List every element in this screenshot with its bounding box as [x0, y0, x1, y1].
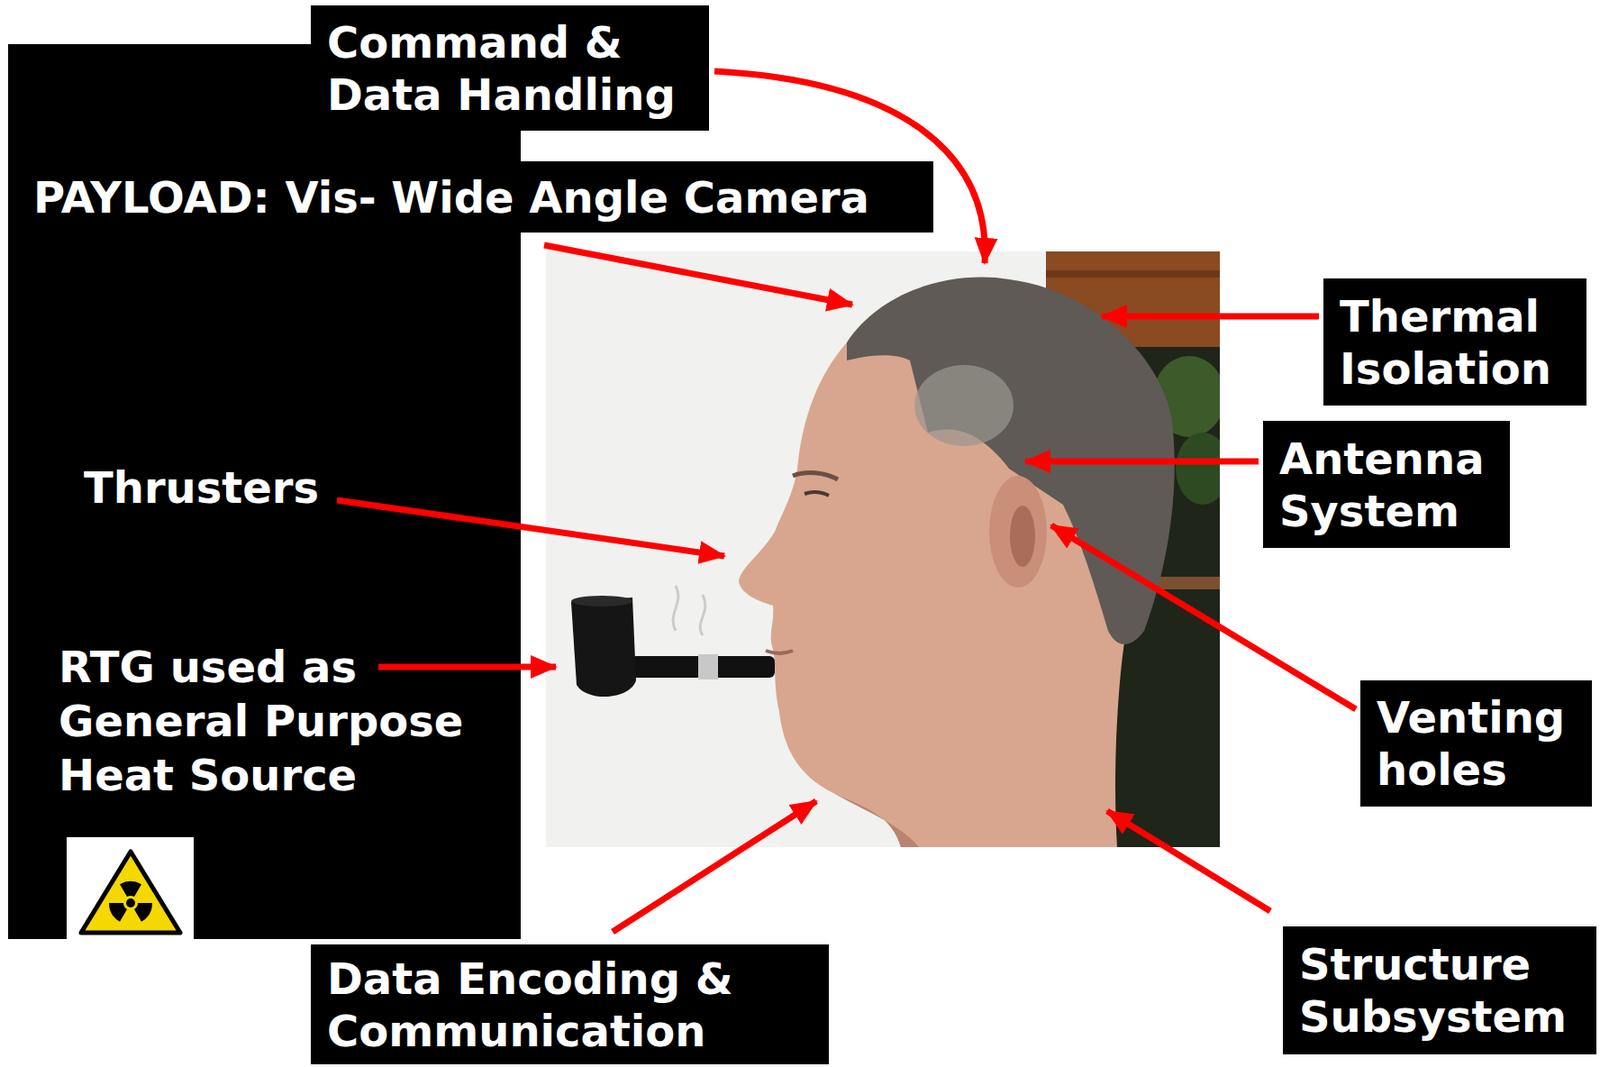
payload-box: PAYLOAD: Vis- Wide Angle Camera — [8, 161, 934, 233]
portrait-photo — [545, 251, 1220, 847]
callout-box: Antenna System — [1263, 420, 1510, 548]
callout-box: Thermal Isolation — [1323, 278, 1587, 406]
callout-box: Data Encoding & Communication — [310, 944, 829, 1064]
callout-text: Antenna System — [1279, 432, 1494, 537]
leader-arrow — [1101, 313, 1319, 320]
radiation-icon — [66, 836, 194, 939]
leader-arrow — [378, 663, 556, 671]
callout-text: PAYLOAD: Vis- Wide Angle Camera — [33, 171, 918, 224]
callout-text: Thermal Isolation — [1339, 290, 1571, 395]
leader-arrow — [612, 800, 817, 932]
callout-text: Command & Data Handling — [327, 16, 693, 121]
leader-arrow — [1107, 810, 1271, 911]
leader-arrow — [544, 245, 853, 305]
callout-box: Command & Data Handling — [310, 5, 710, 131]
callout-text: Venting holes — [1376, 690, 1576, 796]
callout-box: Venting holes — [1360, 680, 1592, 807]
callout-text: Structure Subsystem — [1299, 937, 1581, 1043]
callout-text: Data Encoding & Communication — [327, 952, 813, 1057]
leader-arrow — [1051, 525, 1356, 710]
callout-box: Structure Subsystem — [1282, 926, 1597, 1055]
panel-label: Thrusters — [83, 460, 355, 515]
panel-label: RTG used as General Purpose Heat Source — [58, 639, 500, 802]
leader-arrow — [1025, 458, 1259, 465]
leader-arrow — [336, 500, 725, 556]
